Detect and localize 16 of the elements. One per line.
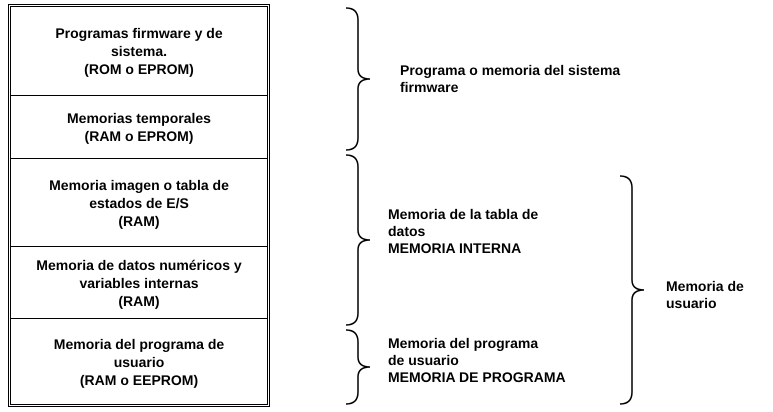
block-text: (RAM) xyxy=(118,212,160,230)
block-text: (RAM) xyxy=(118,292,160,310)
group-label: MEMORIA DE PROGRAMA xyxy=(388,369,567,386)
block-text: (RAM o EPROM) xyxy=(84,127,194,145)
block-text: Memoria del programa de usuario xyxy=(52,334,226,370)
group-label: Memoria del programa de usuario xyxy=(388,335,540,369)
group-label: Programa o memoria del sistema firmware xyxy=(400,62,622,96)
block-text: (ROM o EPROM) xyxy=(84,60,194,78)
block-text: Programas firmware y de sistema. xyxy=(54,24,224,60)
group-label: MEMORIA INTERNA xyxy=(388,240,522,257)
block-text: Memoria imagen o tabla de estados de E/S xyxy=(48,176,230,212)
block-text: Memoria de datos numéricos y variables internas xyxy=(35,256,243,292)
group-label: Memoria de usuario xyxy=(666,278,745,312)
block-text: (RAM o EEPROM) xyxy=(80,370,198,388)
group-label: Memoria de la tabla de datos xyxy=(388,206,540,240)
block-text: Memorias temporales xyxy=(67,109,211,127)
